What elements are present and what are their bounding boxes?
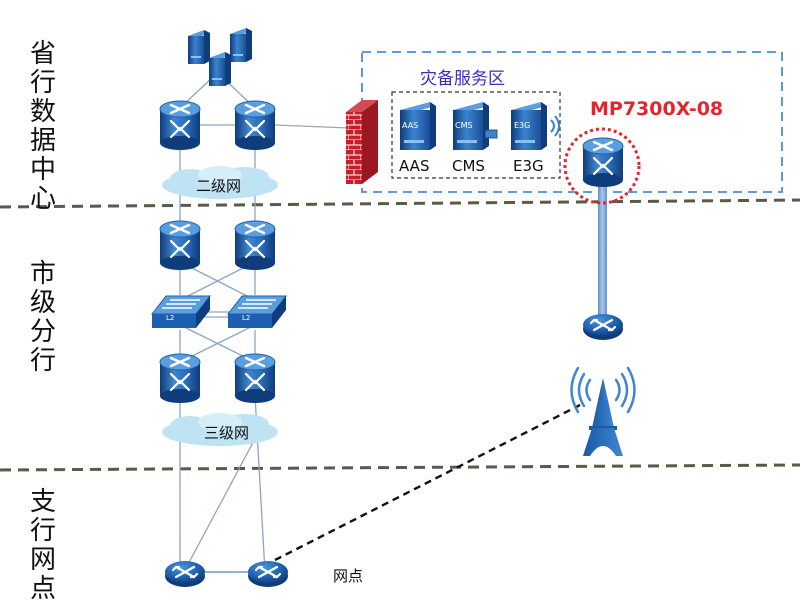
server-icon: [209, 52, 231, 86]
server-e3g-label: E3G: [513, 157, 544, 175]
outlet-label: 网点: [333, 567, 363, 585]
server-aas-label: AAS: [399, 157, 429, 175]
device-model-label: MP7300X-08: [590, 98, 723, 120]
access-router-icon: [581, 312, 625, 342]
tier-label-provincial: 省行数据中心: [30, 39, 56, 214]
level3-network-cloud: 三级网: [162, 413, 278, 446]
server-cms: CMS CMS: [452, 102, 498, 175]
outlet-router-icon: [246, 559, 290, 589]
divider-top: [0, 198, 800, 209]
router-icon: [158, 352, 202, 405]
level3-network-label: 三级网: [204, 424, 249, 442]
outlet-router-icon: [163, 559, 207, 589]
dr-zone-title: 灾备服务区: [420, 69, 505, 89]
server-aas: AAS AAS: [399, 102, 436, 175]
divider-bottom: [0, 463, 800, 472]
l2-switch-tag: L2: [166, 314, 174, 322]
server-e3g: E3G E3G: [511, 102, 560, 175]
server-cms-tag: CMS: [455, 121, 473, 130]
l2-switch-left: L2: [151, 295, 211, 329]
server-cms-label: CMS: [452, 157, 485, 175]
l2-switch-tag: L2: [242, 314, 250, 322]
highlight-circle: [563, 127, 641, 205]
tier-label-city: 市级分行: [30, 259, 56, 376]
mp7300-router-icon: [581, 136, 625, 189]
level2-network-label: 二级网: [196, 177, 241, 195]
router-icon: [158, 99, 202, 152]
server-aas-icon: [400, 102, 436, 150]
router-icon: [233, 99, 277, 152]
router-icon: [158, 219, 202, 272]
tier-dividers: [0, 198, 800, 472]
tower-icon: [570, 366, 636, 456]
uplink-bar: [598, 186, 607, 318]
server-icon: [230, 28, 252, 62]
server-cms-icon: [453, 102, 498, 150]
dr-server-group-box: [391, 91, 561, 179]
firewall-icon: [346, 100, 378, 184]
server-e3g-tag: E3G: [514, 121, 530, 130]
server-icon: [188, 30, 210, 64]
datacenter-server-cluster: [188, 28, 252, 86]
router-icon: [233, 352, 277, 405]
wireless-link: [274, 403, 581, 562]
l2-switch-right: L2: [227, 295, 287, 329]
server-e3g-icon: [511, 102, 560, 150]
tier-label-branch: 支行网点: [30, 487, 56, 604]
server-aas-tag: AAS: [402, 121, 418, 130]
router-icon: [233, 219, 277, 272]
level2-network-cloud: 二级网: [162, 166, 278, 199]
tier-labels: 省行数据中心 市级分行 支行网点: [30, 39, 56, 604]
